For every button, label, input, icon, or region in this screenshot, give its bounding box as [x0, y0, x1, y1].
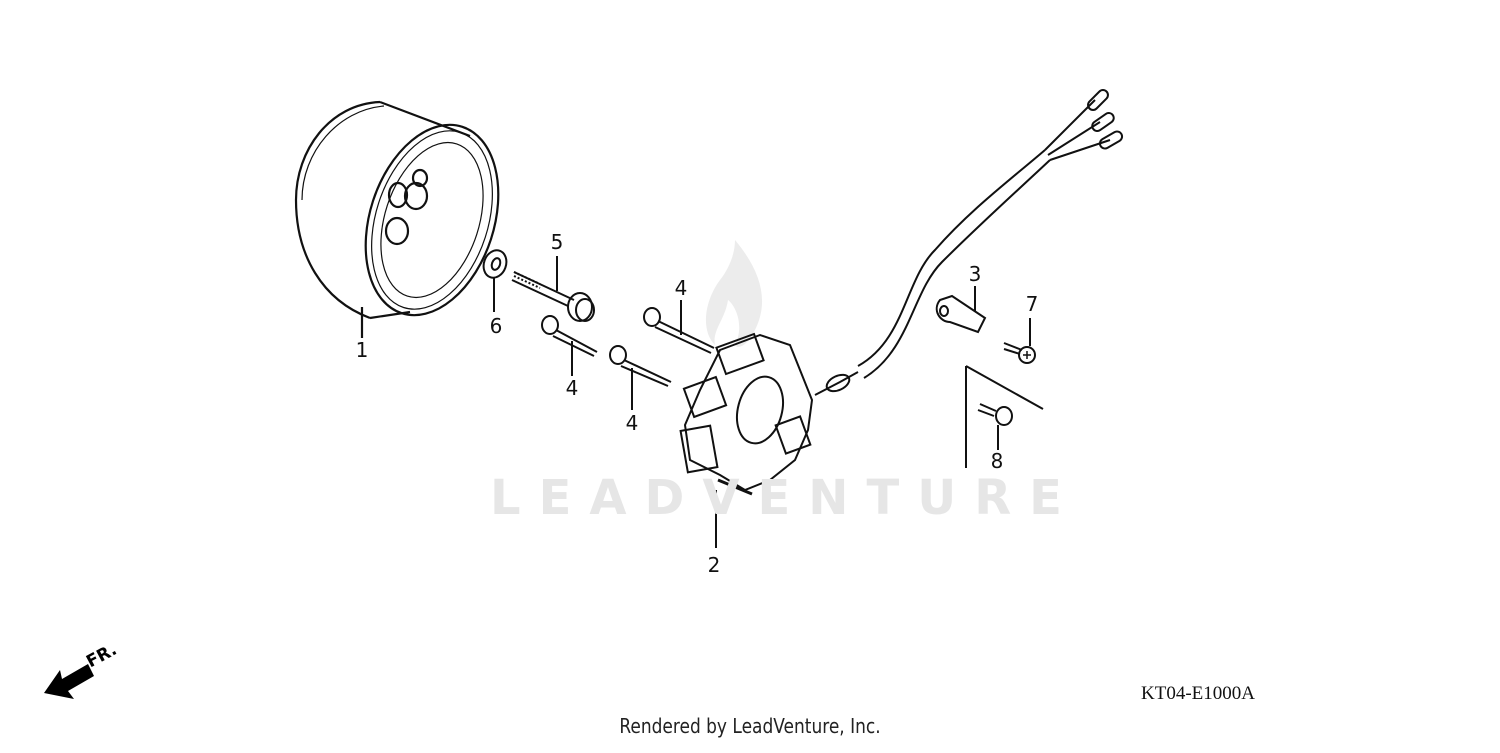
wire-clamp-part[interactable]: [935, 286, 987, 334]
pan-screw-part[interactable]: [1003, 318, 1036, 364]
watermark-text: LEADVENTURE: [490, 470, 1080, 526]
watermark-flame-icon: [705, 240, 763, 347]
screw-part[interactable]: [643, 300, 715, 354]
screw-part[interactable]: [609, 345, 672, 410]
callout-7[interactable]: 7: [1025, 292, 1039, 316]
callout-8[interactable]: 8: [990, 449, 1004, 473]
callout-4-left[interactable]: 4: [565, 376, 579, 400]
diagram-code: KT04-E1000A: [1141, 683, 1255, 704]
screw-part[interactable]: [541, 315, 598, 376]
washer-part[interactable]: [480, 247, 510, 312]
callout-4-upper[interactable]: 4: [674, 276, 688, 300]
stator-part[interactable]: [679, 332, 814, 548]
footer-credit: Rendered by LeadVenture, Inc.: [619, 714, 881, 738]
callout-2[interactable]: 2: [707, 553, 721, 577]
callout-1[interactable]: 1: [355, 338, 369, 362]
callout-3[interactable]: 3: [968, 262, 982, 286]
group-bracket: [965, 365, 1044, 468]
flange-bolt-small-part[interactable]: [977, 403, 1013, 450]
arrow-down-left-icon: [44, 664, 94, 699]
callout-6[interactable]: 6: [489, 314, 503, 338]
callout-5[interactable]: 5: [550, 230, 564, 254]
callout-4-lower[interactable]: 4: [625, 411, 639, 435]
wire-harness[interactable]: [814, 88, 1124, 396]
flange-bolt-part[interactable]: [511, 256, 595, 322]
flywheel-part[interactable]: [294, 100, 521, 338]
